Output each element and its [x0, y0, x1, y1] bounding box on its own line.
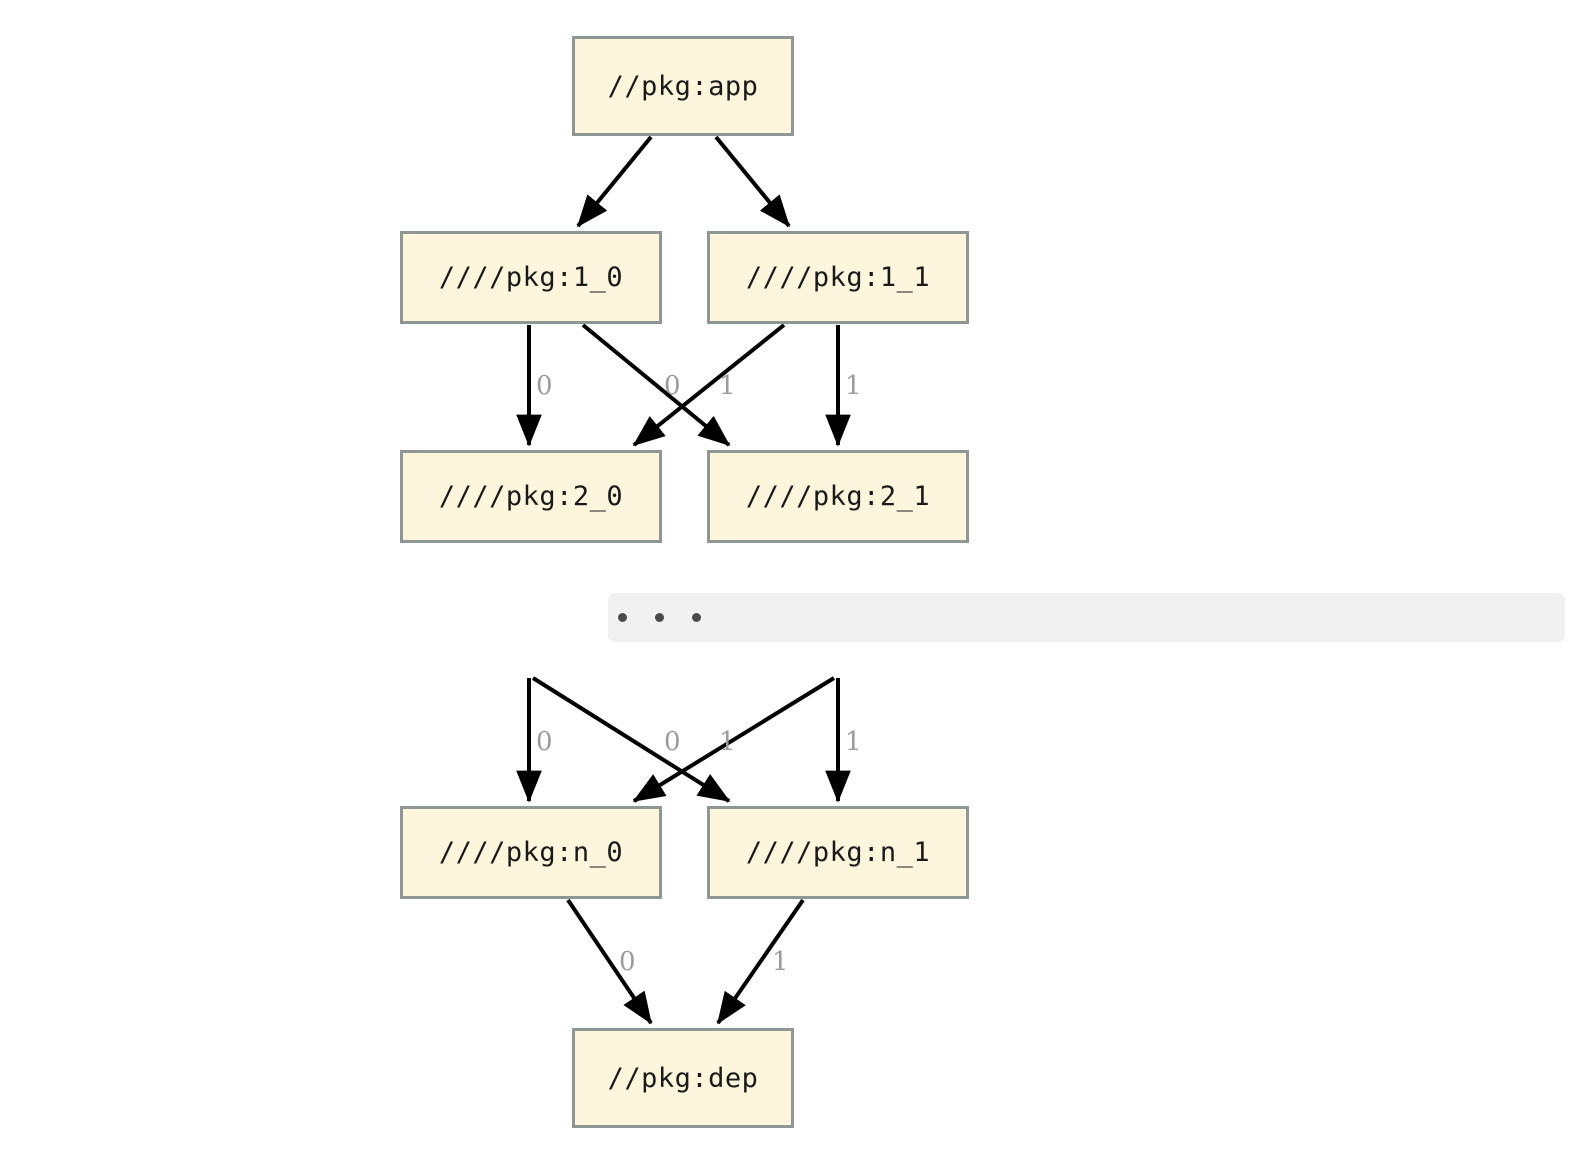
graph-node-n1_1[interactable]: ////pkg:1_1 — [707, 231, 969, 324]
ellipsis-dot — [655, 613, 664, 622]
ellipsis-dot — [618, 613, 627, 622]
graph-node-label: //pkg:dep — [607, 1062, 759, 1094]
graph-node-label: ////pkg:1_1 — [745, 262, 931, 293]
graph-node-label: ////pkg:n_1 — [745, 837, 931, 868]
edge-label: 0 — [536, 371, 553, 401]
graph-node-n1_0[interactable]: ////pkg:1_0 — [400, 231, 662, 324]
graph-edge — [632, 323, 786, 447]
edge-label: 1 — [845, 371, 862, 401]
edge-label: 1 — [845, 727, 862, 757]
edge-label: 1 — [719, 371, 736, 401]
graph-node-n2_0[interactable]: ////pkg:2_0 — [400, 450, 662, 543]
graph-node-label: ////pkg:2_0 — [438, 481, 624, 512]
graph-node-nn_0[interactable]: ////pkg:n_0 — [400, 806, 662, 899]
edge-label: 0 — [664, 727, 681, 757]
graph-node-nn_1[interactable]: ////pkg:n_1 — [707, 806, 969, 899]
graph-node-app[interactable]: //pkg:app — [572, 36, 794, 136]
ellipsis-dot — [692, 613, 701, 622]
graph-edge — [714, 135, 791, 228]
edge-label: 0 — [619, 947, 636, 977]
edge-label: 0 — [664, 371, 681, 401]
graph-edge — [566, 898, 653, 1025]
edge-label: 0 — [536, 727, 553, 757]
graph-node-label: ////pkg:n_0 — [438, 837, 624, 868]
graph-edge — [581, 323, 731, 447]
graph-edge — [531, 676, 731, 803]
graph-edge — [576, 135, 653, 228]
ellipsis-dots — [618, 613, 701, 622]
graph-node-dep[interactable]: //pkg:dep — [572, 1028, 794, 1128]
edge-label: 1 — [719, 727, 736, 757]
graph-node-label: ////pkg:1_0 — [438, 262, 624, 293]
edge-label: 1 — [772, 947, 789, 977]
ellipsis-separator-band — [608, 593, 1565, 642]
graph-edge — [716, 898, 805, 1025]
graph-node-label: ////pkg:2_1 — [745, 481, 931, 512]
graph-node-label: //pkg:app — [607, 70, 759, 102]
graph-node-n2_1[interactable]: ////pkg:2_1 — [707, 450, 969, 543]
